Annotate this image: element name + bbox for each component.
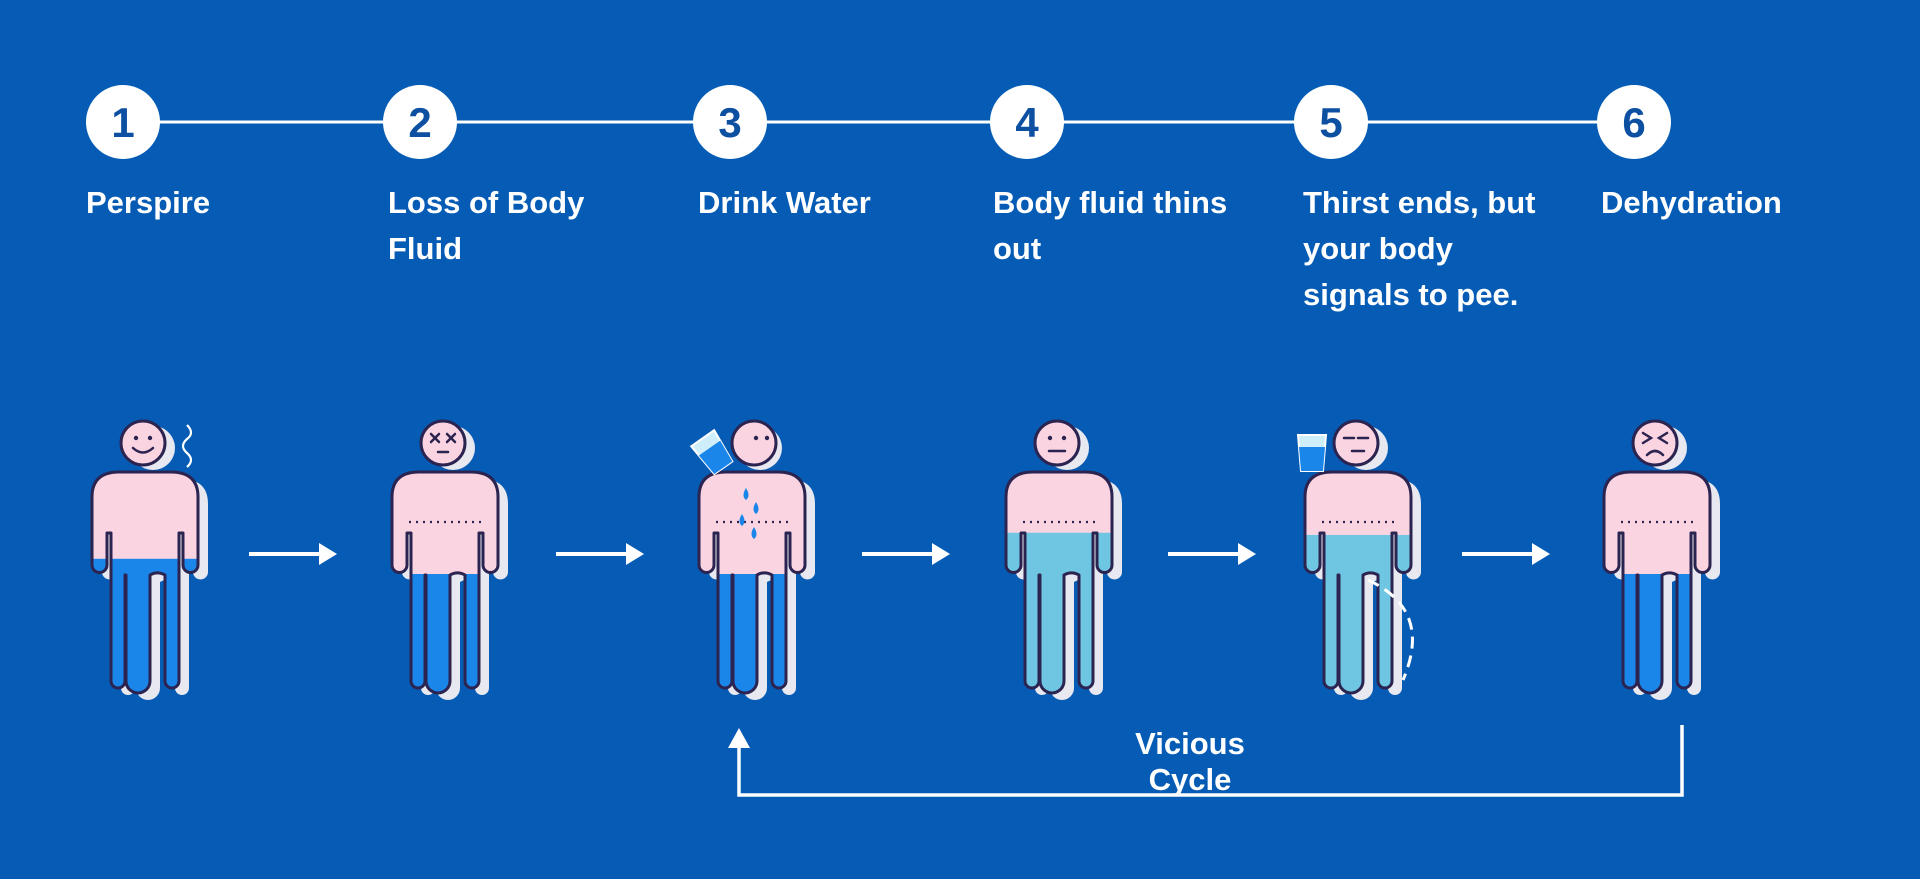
cycle-arrowhead <box>728 728 750 748</box>
step-badge-circle <box>693 85 767 159</box>
face-meh <box>1342 436 1370 453</box>
head <box>119 419 167 467</box>
body-fluid <box>392 573 498 693</box>
water-glass-drinking-icon <box>689 428 734 476</box>
figure-step-2 <box>390 419 508 700</box>
body-outline <box>390 470 500 695</box>
figure-step-3 <box>689 419 815 700</box>
step-label-4: Body fluid thins out <box>993 185 1228 266</box>
head <box>1033 419 1081 467</box>
vicious-cycle-arrow <box>728 725 1684 797</box>
face-dizzy <box>429 432 457 454</box>
step-badge-number: 4 <box>1015 99 1039 146</box>
step-badge-circle <box>383 85 457 159</box>
step-badge-circle <box>1294 85 1368 159</box>
body-outline <box>1303 470 1413 695</box>
face-neutral <box>1047 435 1067 453</box>
step-badge-3: 3 <box>693 85 767 159</box>
step-badge-number: 5 <box>1319 99 1342 146</box>
step-label-5: Thirst ends, but your body signals to pe… <box>1303 185 1536 312</box>
step-badge-4: 4 <box>990 85 1064 159</box>
figures <box>90 419 1720 700</box>
sweat-icon <box>181 424 193 468</box>
step-arrows <box>249 543 1550 565</box>
step-arrow-5 <box>1462 543 1550 565</box>
figure-step-5 <box>1296 419 1421 700</box>
timeline: 1 2 3 4 5 6 <box>86 85 1671 159</box>
body-outline <box>90 470 200 695</box>
water-drop-icon <box>753 502 759 514</box>
step-arrow-4 <box>1168 543 1256 565</box>
head <box>1631 419 1679 467</box>
body-outline <box>697 470 807 695</box>
figure-step-1 <box>90 419 208 700</box>
step-badge-2: 2 <box>383 85 457 159</box>
step-badge-circle <box>86 85 160 159</box>
pee-stream-icon <box>1367 578 1414 681</box>
face-distressed <box>1641 431 1669 457</box>
cycle-path <box>737 725 1684 797</box>
step-label-6: Dehydration <box>1601 185 1782 220</box>
body-outline <box>1004 470 1114 695</box>
body-fluid <box>1305 534 1411 693</box>
face-drinking <box>753 435 770 441</box>
water-drop-icon <box>739 514 745 526</box>
vicious-cycle-label: Vicious Cycle <box>1135 726 1245 797</box>
face-smile <box>131 435 155 454</box>
water-drop-icon <box>751 527 757 539</box>
water-drop-icon <box>743 488 749 500</box>
step-arrow-3 <box>862 543 950 565</box>
body-fluid <box>699 573 805 693</box>
step-badge-number: 3 <box>718 99 741 146</box>
head <box>1332 419 1380 467</box>
step-badge-number: 2 <box>408 99 431 146</box>
step-badge-6: 6 <box>1597 85 1671 159</box>
step-label-2: Loss of Body Fluid <box>388 185 585 266</box>
step-label-1: Perspire <box>86 185 211 220</box>
body-fluid <box>1604 573 1710 693</box>
step-badge-number: 6 <box>1622 99 1645 146</box>
figure-step-4 <box>1004 419 1122 700</box>
head <box>419 419 467 467</box>
step-badge-circle <box>1597 85 1671 159</box>
water-glass-icon <box>1296 434 1328 472</box>
step-arrow-1 <box>249 543 337 565</box>
step-arrow-2 <box>556 543 644 565</box>
step-badge-circle <box>990 85 1064 159</box>
body-outline <box>1602 470 1712 695</box>
body-fluid <box>92 558 198 693</box>
step-label-3: Drink Water <box>698 185 871 220</box>
step-badge-1: 1 <box>86 85 160 159</box>
step-badge-5: 5 <box>1294 85 1368 159</box>
step-badge-number: 1 <box>111 99 134 146</box>
head <box>730 419 778 467</box>
figure-step-6 <box>1602 419 1720 700</box>
